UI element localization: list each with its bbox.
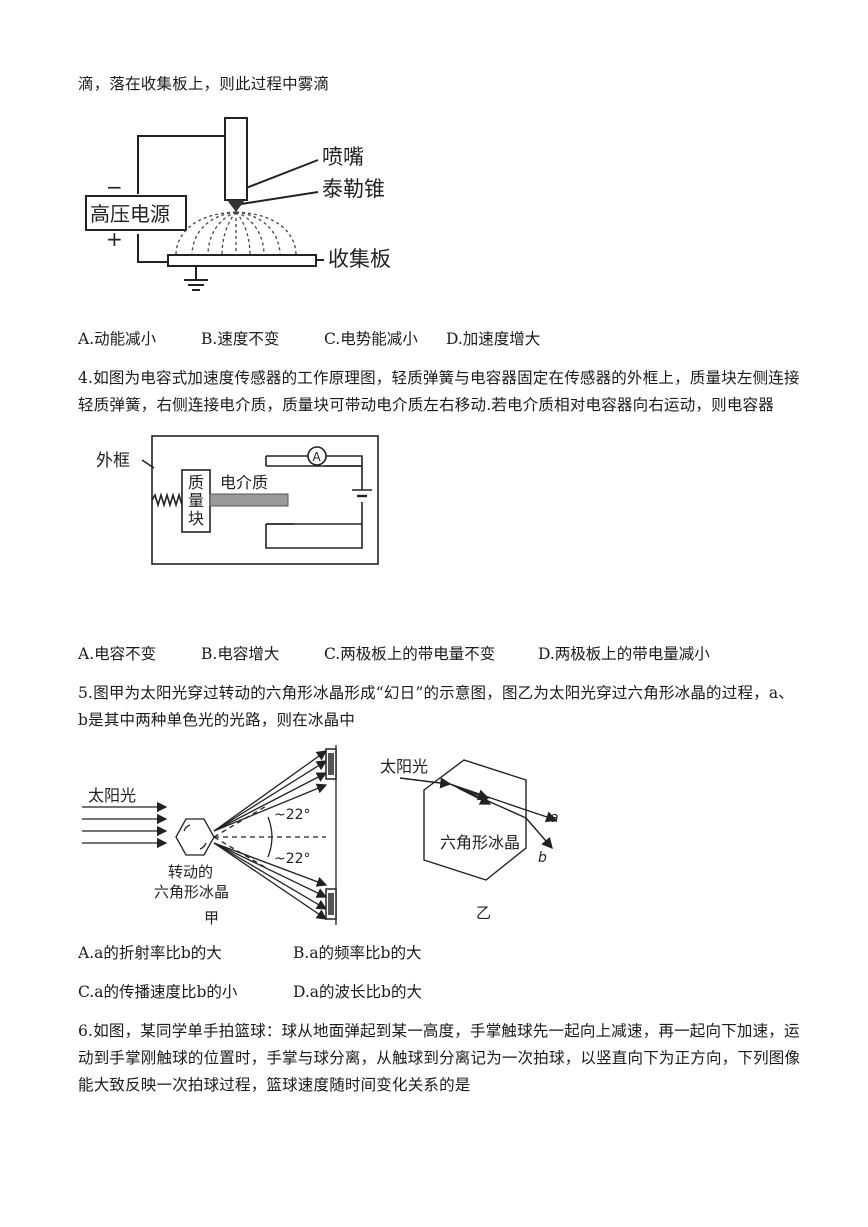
q6-stem-line-3: 能大致反映一次拍球过程，篮球速度随时间变化关系的是 (78, 1076, 471, 1094)
q3-figure: 喷嘴 泰勒锥 高压电源 − + 收集板 (85, 117, 391, 291)
q4-option-a: A.电容不变 (78, 645, 157, 663)
figure-a-caption: 甲 (204, 909, 219, 925)
q3-option-a: A.动能减小 (78, 330, 157, 348)
q6-stem-line-1: 6.如图，某同学单手拍篮球：球从地面弹起到某一高度，手掌触球先一起向上减速，再一… (78, 1022, 800, 1040)
ray-a-label: a (550, 810, 559, 826)
q5-figure-b: 太阳光 六角形冰晶 a b 乙 (380, 757, 559, 922)
q4-figure: 外框 质 量 块 电介质 A (96, 435, 379, 565)
rotating-crystal-label-2: 六角形冰晶 (154, 883, 229, 901)
q6-stem-line-2: 动到手掌刚触球的位置时，手掌与球分离，从触球到分离记为一次拍球，以竖直向下为正方… (78, 1049, 801, 1067)
q4-stem-line-1: 4.如图为电容式加速度传感器的工作原理图，轻质弹簧与电容器固定在传感器的外框上，… (78, 369, 800, 387)
q3-stem-tail: 滴，落在收集板上，则此过程中雾滴 (78, 75, 330, 93)
plate-label: 收集板 (328, 247, 391, 271)
sunlight-label-a: 太阳光 (88, 786, 136, 805)
minus-sign: − (106, 175, 123, 199)
q3-option-c: C.电势能减小 (324, 330, 418, 348)
angle-label-down: ~22° (274, 851, 311, 867)
power-supply-label: 高压电源 (90, 202, 170, 226)
crystal-label-b: 六角形冰晶 (440, 833, 520, 852)
nozzle-label: 喷嘴 (322, 145, 364, 169)
angle-label-up: ~22° (274, 807, 311, 823)
q5-option-d: D.a的波长比b的大 (293, 983, 422, 1001)
mass-label-3: 块 (188, 509, 204, 528)
q4-option-b: B.电容增大 (201, 645, 280, 663)
frame-label: 外框 (96, 451, 130, 471)
mass-label-2: 量 (188, 491, 204, 510)
q4-stem-line-2: 轻质弹簧，右侧连接电介质，质量块可带动电介质左右移动.若电介质相对电容器向右运动… (78, 396, 774, 414)
plus-sign: + (106, 227, 123, 251)
q3-option-d: D.加速度增大 (446, 330, 541, 348)
q5-option-c: C.a的传播速度比b的小 (78, 983, 238, 1001)
mass-label-1: 质 (188, 473, 204, 492)
figure-b-caption: 乙 (476, 904, 491, 922)
q5-stem-line-2: b是其中两种单色光的光路，则在冰晶中 (78, 711, 356, 729)
q5-option-a: A.a的折射率比b的大 (78, 944, 222, 962)
q4-option-d: D.两极板上的带电量减小 (538, 645, 710, 663)
ammeter-label: A (313, 450, 322, 464)
q5-option-b: B.a的频率比b的大 (293, 944, 422, 962)
sunlight-label-b: 太阳光 (380, 757, 428, 776)
q5-figure-a: 太阳光 ~22° ~22° 转动的 六角形冰晶 甲 (82, 745, 337, 925)
dielectric-label: 电介质 (220, 473, 268, 492)
q4-option-c: C.两极板上的带电量不变 (324, 645, 496, 663)
q3-option-b: B.速度不变 (201, 330, 280, 348)
taylor-cone-label: 泰勒锥 (322, 177, 385, 201)
rotating-crystal-label-1: 转动的 (168, 863, 213, 881)
ray-b-label: b (538, 850, 547, 866)
q5-stem-line-1: 5.图甲为太阳光穿过转动的六角形冰晶形成“幻日”的示意图，图乙为太阳光穿过六角形… (78, 684, 794, 702)
